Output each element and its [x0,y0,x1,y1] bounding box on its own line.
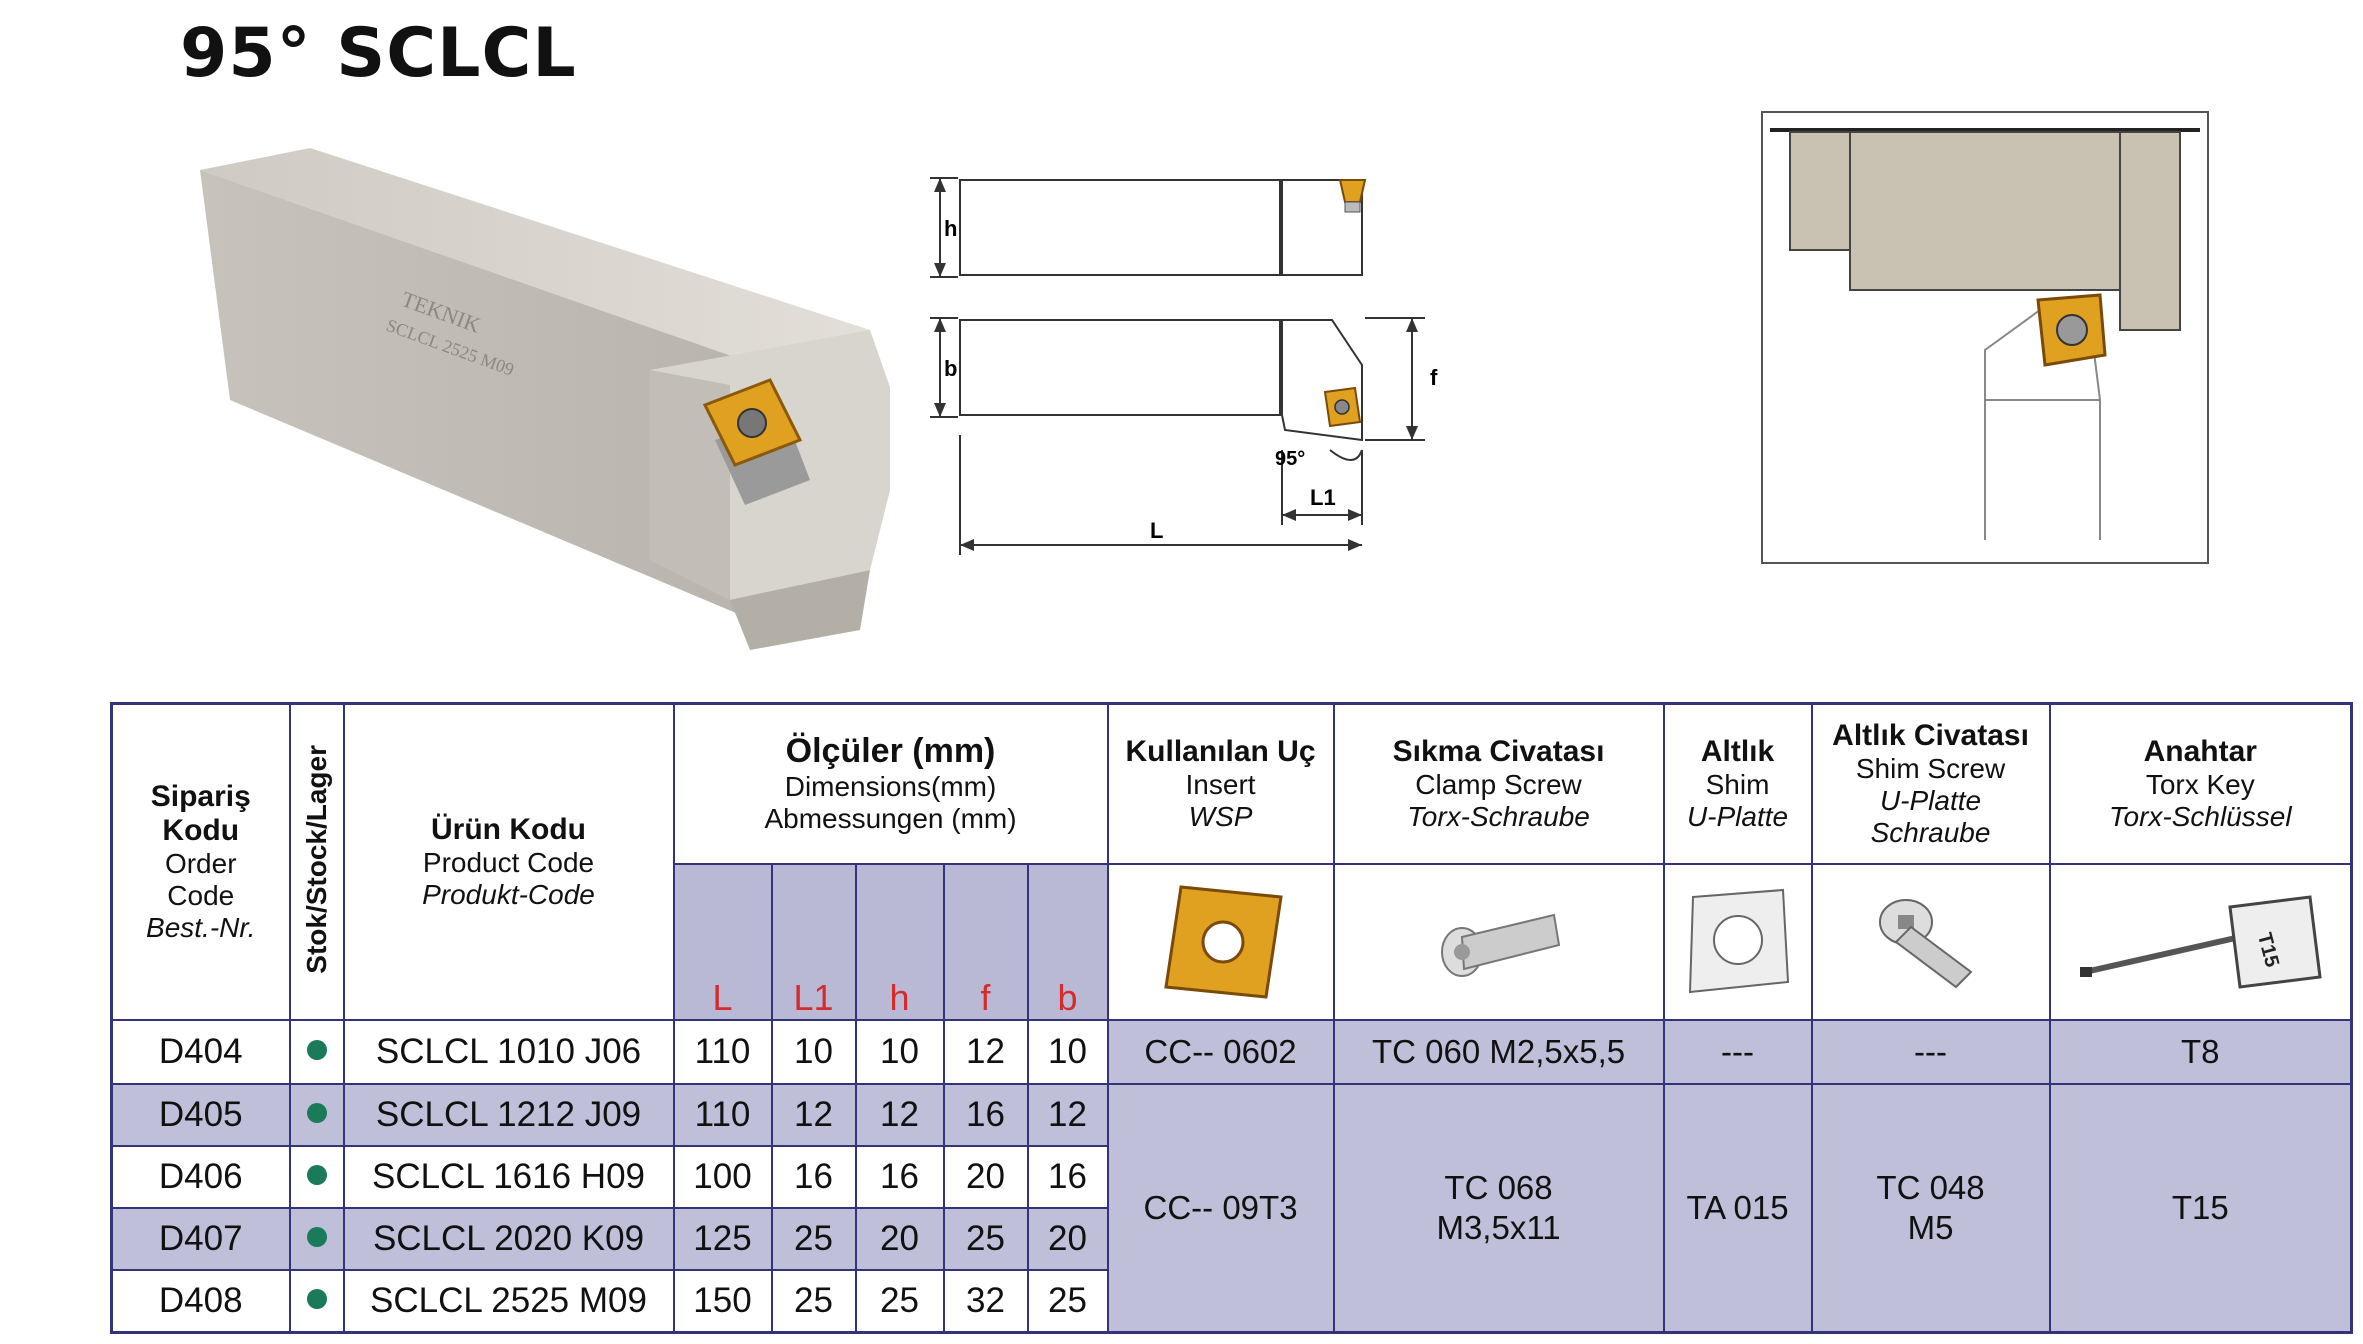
dim-h: 12 [854,1083,945,1148]
dim-l1: 25 [770,1207,857,1272]
shim-screw-code: TC 048 M5 [1810,1083,2051,1334]
dim-label-h: h [944,216,957,241]
header-shim: Altlık Shim U-Platte [1662,702,1813,865]
insert-code: CC-- 09T3 [1106,1083,1335,1334]
table-row: D407 SCLCL 2020 K09 125 25 20 25 20 [110,1207,2352,1272]
header-clamp-screw: Sıkma Civatası Clamp Screw Torx-Schraube [1332,702,1665,865]
dim-header-b: b [1026,862,1109,1021]
header-key: Anahtar Torx Key Torx-Schlüssel [2048,702,2353,865]
in-stock-dot [306,1102,327,1123]
shim-image [1662,862,1813,1021]
dim-h: 25 [854,1269,945,1334]
header-product-code: Ürün Kodu Product Code Produkt-Code [342,702,675,1021]
dim-header-f: f [942,862,1029,1021]
table-row: D408 SCLCL 2525 M09 150 25 25 32 25 [110,1269,2352,1334]
dim-l: 100 [672,1145,773,1210]
dim-l: 150 [672,1269,773,1334]
product-code: SCLCL 1010 J06 [342,1018,675,1086]
dim-label-b: b [944,356,957,381]
in-stock-dot [306,1039,327,1060]
order-code: D408 [110,1269,291,1334]
dim-b: 25 [1026,1269,1109,1334]
dim-b: 20 [1026,1207,1109,1272]
page-title: 95° SCLCL [180,14,577,93]
product-code: SCLCL 2525 M09 [342,1269,675,1334]
table-row: D406 SCLCL 1616 H09 100 16 16 20 16 [110,1145,2352,1210]
dim-label-l1: L1 [1310,485,1336,510]
insert-image [1106,862,1335,1021]
dim-h: 10 [854,1018,945,1086]
key-code: T15 [2048,1083,2353,1334]
header-stock: Stok/Stock/Lager [288,702,345,1021]
header-order-code: Sipariş Kodu Order Code Best.-Nr. [110,702,291,1021]
dim-l: 125 [672,1207,773,1272]
specification-table: Sipariş Kodu Order Code Best.-Nr. Stok/S… [110,702,2354,1334]
order-code: D405 [110,1083,291,1148]
dimension-drawing: h b f L1 L 95° [930,177,1438,555]
dim-header-h: h [854,862,945,1021]
in-stock-dot [306,1288,327,1309]
clamp-screw-code: TC 068 M3,5x11 [1332,1083,1665,1334]
dim-l1: 12 [770,1083,857,1148]
order-code: D404 [110,1018,291,1086]
clamp-screw-image [1332,862,1665,1021]
order-code: D407 [110,1207,291,1272]
product-code: SCLCL 2020 K09 [342,1207,675,1272]
stock-indicator [288,1145,345,1210]
dim-h: 16 [854,1145,945,1210]
torx-key-image: T15 [2048,862,2353,1021]
shim-code: TA 015 [1662,1083,1813,1334]
product-code: SCLCL 1212 J09 [342,1083,675,1148]
dim-header-l1: L1 [770,862,857,1021]
dim-l1: 10 [770,1018,857,1086]
dim-l: 110 [672,1018,773,1086]
tool-holder-photo: TEKNIK SCLCL 2525 M09 [200,148,890,650]
stock-indicator [288,1018,345,1086]
in-stock-dot [306,1164,327,1185]
header-dimensions: Ölçüler (mm) Dimensions(mm) Abmessungen … [672,702,1109,865]
dim-l: 110 [672,1083,773,1148]
table-row: D405 SCLCL 1212 J09 110 12 12 16 12 CC--… [110,1083,2353,1334]
dim-f: 16 [942,1083,1029,1148]
dim-b: 10 [1026,1018,1109,1086]
stock-indicator [288,1269,345,1334]
dim-l1: 16 [770,1145,857,1210]
clamp-screw-code: TC 060 M2,5x5,5 [1332,1018,1665,1086]
product-code: SCLCL 1616 H09 [342,1145,675,1210]
stock-indicator [288,1207,345,1272]
dim-l1: 25 [770,1269,857,1334]
dim-header-l: L [672,862,773,1021]
dim-label-f: f [1430,365,1438,390]
insert-code: CC-- 0602 [1106,1018,1335,1086]
dim-label-angle: 95° [1275,448,1305,470]
dim-b: 12 [1026,1083,1109,1148]
shim-screw-image [1810,862,2051,1021]
dim-f: 32 [942,1269,1029,1334]
order-code: D406 [110,1145,291,1210]
shim-screw-code: --- [1810,1018,2051,1086]
table-row: D404 SCLCL 1010 J06 110 10 10 12 10 CC--… [110,1018,2353,1086]
dim-h: 20 [854,1207,945,1272]
dim-f: 25 [942,1207,1029,1272]
machining-setup-illustration [1761,111,2209,564]
header-insert: Kullanılan Uç Insert WSP [1106,702,1335,865]
header-shim-screw: Altlık Civatası Shim Screw U-Platte Schr… [1810,702,2051,865]
in-stock-dot [306,1226,327,1247]
stock-indicator [288,1083,345,1148]
dim-f: 12 [942,1018,1029,1086]
key-code: T8 [2048,1018,2353,1086]
dim-b: 16 [1026,1145,1109,1210]
dim-label-l: L [1150,518,1163,543]
dim-f: 20 [942,1145,1029,1210]
shim-code: --- [1662,1018,1813,1086]
